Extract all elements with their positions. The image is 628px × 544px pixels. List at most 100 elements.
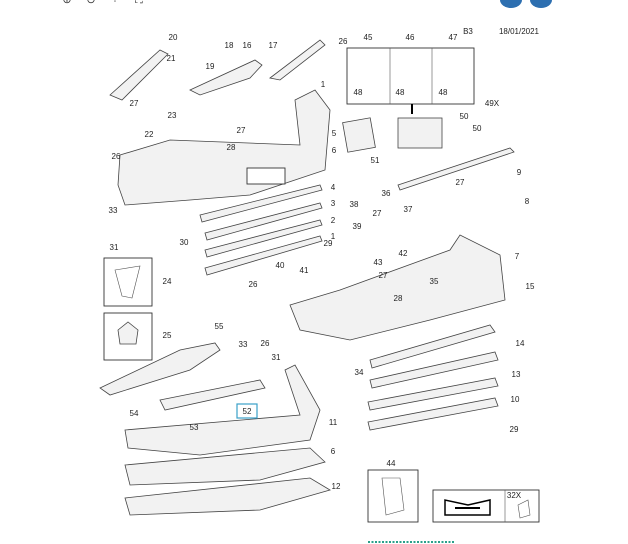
callout-39[interactable]: 39 [353,222,362,231]
manual-book-icon [444,499,491,516]
callout-14[interactable]: 14 [516,339,525,348]
strip-4 [199,184,323,223]
manual-box [432,489,540,523]
callout-26[interactable]: 26 [112,152,121,161]
lower-cover-11 [124,364,321,456]
callout-24[interactable]: 24 [163,277,172,286]
callout-30[interactable]: 30 [180,238,189,247]
callout-8[interactable]: 8 [525,197,530,206]
callout-17[interactable]: 17 [269,41,278,50]
callout-48[interactable]: 48 [354,88,363,97]
callout-18[interactable]: 18 [225,41,234,50]
callout-36[interactable]: 36 [382,189,391,198]
bracket-17 [269,39,326,81]
callout-10[interactable]: 10 [511,395,520,404]
callout-7[interactable]: 7 [515,252,520,261]
lower-cover-6 [124,447,326,486]
callout-28[interactable]: 28 [394,294,403,303]
callout-22[interactable]: 22 [145,130,154,139]
chevron-left-icon[interactable] [500,0,522,8]
callout-11[interactable]: 11 [329,418,338,427]
callout-34[interactable]: 34 [355,368,364,377]
callout-1[interactable]: 1 [321,80,326,89]
sensor-bracket-icon [381,477,405,516]
callout-27[interactable]: 27 [379,271,388,280]
callout-29[interactable]: 29 [510,425,519,434]
callout-3[interactable]: 3 [331,199,336,208]
strip-2 [204,219,323,258]
callout-48[interactable]: 48 [439,88,448,97]
callout-55[interactable]: 55 [215,322,224,331]
callout-50[interactable]: 50 [460,112,469,121]
callout-26[interactable]: 26 [249,280,258,289]
callout-41[interactable]: 41 [300,266,309,275]
callout-35[interactable]: 35 [430,277,439,286]
part-50-grille [397,117,443,149]
callout-1[interactable]: 1 [331,232,336,241]
callout-21[interactable]: 21 [167,54,176,63]
callout-40[interactable]: 40 [276,261,285,270]
callout-16[interactable]: 16 [243,41,252,50]
callout-33[interactable]: 33 [109,206,118,215]
callout-44[interactable]: 44 [387,459,396,468]
callout-48[interactable]: 48 [396,88,405,97]
callout-47[interactable]: 47 [449,33,458,42]
callout-27[interactable]: 27 [456,178,465,187]
callout-49X[interactable]: 49X [485,99,500,108]
callout-29[interactable]: 29 [324,239,333,248]
zoom-in-icon[interactable]: ⊕ [62,0,72,6]
zoom-out-icon[interactable]: ⊖ [86,0,96,6]
callout-13[interactable]: 13 [512,370,521,379]
callout-2[interactable]: 2 [331,216,336,225]
lower-cover-12 [124,477,331,516]
fit-icon[interactable]: ⁘ [110,0,120,6]
callout-50[interactable]: 50 [473,124,482,133]
callout-15[interactable]: 15 [526,282,535,291]
nut-icon [117,321,139,345]
callout-51[interactable]: 51 [371,156,380,165]
part-box-24 [103,257,153,307]
callout-27[interactable]: 27 [130,99,139,108]
callout-38[interactable]: 38 [350,200,359,209]
callout-23[interactable]: 23 [168,111,177,120]
callout-26[interactable]: 26 [261,339,270,348]
callout-43[interactable]: 43 [374,258,383,267]
callout-12[interactable]: 12 [332,482,341,491]
callout-31[interactable]: 31 [272,353,281,362]
callout-46[interactable]: 46 [406,33,415,42]
chevron-right-icon[interactable] [530,0,552,8]
viewer-toolbar: ⊕ ⊖ ⁘ ⛶ [60,0,146,8]
callout-31[interactable]: 31 [110,243,119,252]
bracket-52 [159,379,266,411]
callout-37[interactable]: 37 [404,205,413,214]
part-51 [342,117,376,153]
callout-26[interactable]: 26 [339,37,348,46]
clip-icon [114,265,141,299]
fullscreen-icon[interactable]: ⛶ [135,0,143,6]
callout-25[interactable]: 25 [163,331,172,340]
strip-1 [204,235,323,276]
rear-bumper-cover [289,234,506,341]
callout-45[interactable]: 45 [364,33,373,42]
callout-52[interactable]: 52 [243,407,252,416]
front-bumper-cover [117,89,331,206]
moulding-8 [397,147,515,191]
strip-14 [369,324,496,369]
callout-19[interactable]: 19 [206,62,215,71]
callout-32X[interactable]: 32X [507,491,522,500]
callout-27[interactable]: 27 [237,126,246,135]
callout-33[interactable]: 33 [239,340,248,349]
callout-9[interactable]: 9 [517,168,522,177]
strip-13 [369,351,499,389]
callout-6[interactable]: 6 [331,447,336,456]
callout-42[interactable]: 42 [399,249,408,258]
callout-53[interactable]: 53 [190,423,199,432]
callout-54[interactable]: 54 [130,409,139,418]
callout-27[interactable]: 27 [373,209,382,218]
callout-4[interactable]: 4 [331,183,336,192]
callout-28[interactable]: 28 [227,143,236,152]
callout-20[interactable]: 20 [169,33,178,42]
callout-5[interactable]: 5 [332,129,337,138]
callout-6[interactable]: 6 [332,146,337,155]
